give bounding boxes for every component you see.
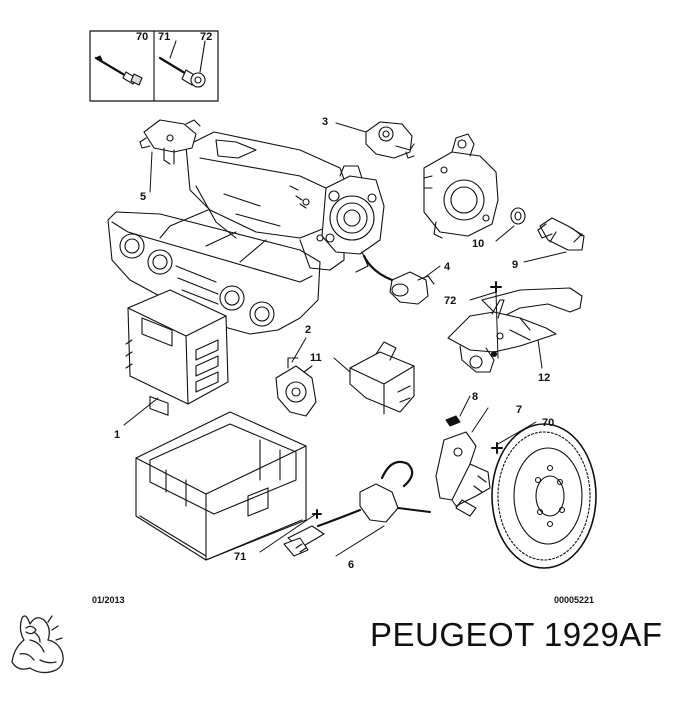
callout-70: 70 — [542, 417, 554, 429]
plus-markers — [312, 281, 503, 519]
peugeot-lion-logo — [11, 615, 64, 674]
footer-reference: 00005221 — [554, 595, 594, 605]
callout-3: 3 — [322, 116, 328, 128]
callout-9: 9 — [512, 259, 518, 271]
part-4-sensor — [362, 254, 441, 305]
callout-1: 1 — [114, 429, 120, 441]
part-11-module — [333, 341, 415, 415]
part-9-sensor — [523, 217, 585, 263]
callout-72-top: 72 — [200, 31, 212, 43]
part-3-sensor — [335, 121, 415, 159]
leader-lines — [259, 291, 537, 553]
callouts: 70 71 72 3 5 10 9 4 72 2 11 12 1 8 7 70 … — [114, 31, 554, 571]
callout-4: 4 — [444, 261, 451, 273]
part-10-washer — [495, 207, 526, 242]
callout-7: 7 — [516, 404, 522, 416]
part-2-sensor — [275, 337, 317, 417]
flywheel — [491, 423, 597, 569]
brand-part-title: PEUGEOT 1929AF — [370, 616, 663, 653]
part-1-ecu — [123, 289, 229, 426]
part-12-bracket — [447, 287, 583, 373]
part-7-bracket — [435, 407, 491, 517]
part-5-sensor — [139, 119, 201, 193]
screw-71 — [158, 56, 206, 88]
callout-2: 2 — [305, 324, 311, 336]
throttle-housing — [423, 133, 499, 239]
footer-date: 01/2013 — [92, 595, 125, 605]
callout-12: 12 — [538, 372, 550, 384]
callout-11: 11 — [310, 352, 322, 364]
part-6-sensor-harness — [283, 460, 431, 557]
diagram-footer: 01/2013 00005221 — [92, 595, 594, 605]
part-8-pin — [445, 395, 471, 427]
ecu-tray — [135, 411, 307, 561]
callout-70-top: 70 — [136, 31, 148, 43]
callout-72: 72 — [444, 295, 456, 307]
callout-5: 5 — [140, 191, 146, 203]
throttle-body — [321, 165, 385, 273]
screw-70 — [94, 55, 143, 86]
callout-10: 10 — [472, 238, 484, 250]
callout-71: 71 — [234, 551, 246, 563]
callout-6: 6 — [348, 559, 354, 571]
fastener-inset-box — [89, 30, 219, 102]
callout-71-top: 71 — [158, 31, 170, 43]
callout-8: 8 — [472, 391, 478, 403]
